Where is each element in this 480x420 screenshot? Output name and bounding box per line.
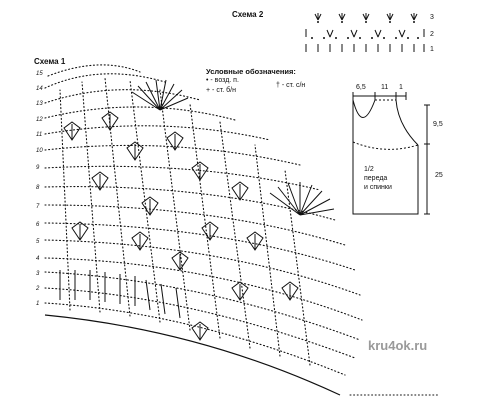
schema2-row-label-2: 2 bbox=[430, 31, 434, 38]
legend-label: - ст. с/н bbox=[281, 82, 306, 89]
schema1-row-label: 13 bbox=[36, 101, 43, 107]
schema1-row-label: 12 bbox=[36, 117, 43, 123]
pattern-label-line-3: и спинки bbox=[364, 184, 392, 191]
dc-symbol: † bbox=[276, 82, 280, 89]
dim-top-2: 11 bbox=[381, 84, 389, 91]
legend-item-chain: • - возд. п. bbox=[206, 77, 239, 84]
schema1-row-label: 14 bbox=[36, 86, 43, 92]
schema1-title: Схема 1 bbox=[34, 57, 66, 66]
schema2-row1 bbox=[305, 44, 425, 52]
dim-right-1: 9,5 bbox=[433, 121, 443, 128]
schema1-row-label: 11 bbox=[36, 132, 43, 138]
schema1-row-label: 10 bbox=[36, 148, 43, 154]
schema1-row-label: 5 bbox=[36, 239, 40, 245]
schema1-row-label: 8 bbox=[36, 185, 40, 191]
schema1-row-label: 3 bbox=[36, 271, 40, 277]
schema1-row-label: 15 bbox=[36, 71, 43, 77]
schema1-row-label: 6 bbox=[36, 222, 40, 228]
legend-label: - возд. п. bbox=[210, 77, 239, 84]
legend-item-sc: + - ст. б/н bbox=[206, 87, 236, 94]
legend-title: Условные обозначения: bbox=[206, 67, 296, 76]
schema1-row-label: 4 bbox=[36, 256, 40, 262]
schema2-title: Схема 2 bbox=[232, 10, 264, 19]
dim-top-1: 6,5 bbox=[356, 84, 366, 91]
watermark: kru4ok.ru bbox=[368, 338, 428, 353]
schema2-row3 bbox=[314, 13, 418, 21]
pattern-label-line-2: переда bbox=[364, 175, 388, 182]
schema2-row-label-3: 3 bbox=[430, 14, 434, 21]
dim-top-3: 1 bbox=[399, 84, 403, 91]
schema2-row-label-1: 1 bbox=[430, 46, 434, 53]
chain-symbol: • bbox=[206, 77, 209, 84]
schema1-row-label: 9 bbox=[36, 165, 40, 171]
schema1-row-label: 1 bbox=[36, 301, 40, 307]
legend-label: - ст. б/н bbox=[212, 87, 236, 94]
schema1-row-label: 2 bbox=[36, 286, 40, 292]
schema2-row2 bbox=[305, 29, 425, 38]
pattern-label-line-1: 1/2 bbox=[364, 166, 374, 173]
sc-symbol: + bbox=[206, 87, 211, 94]
dim-right-2: 25 bbox=[435, 172, 443, 179]
legend-item-dc: † - ст. с/н bbox=[276, 82, 305, 89]
schema1-row-label: 7 bbox=[36, 204, 40, 210]
